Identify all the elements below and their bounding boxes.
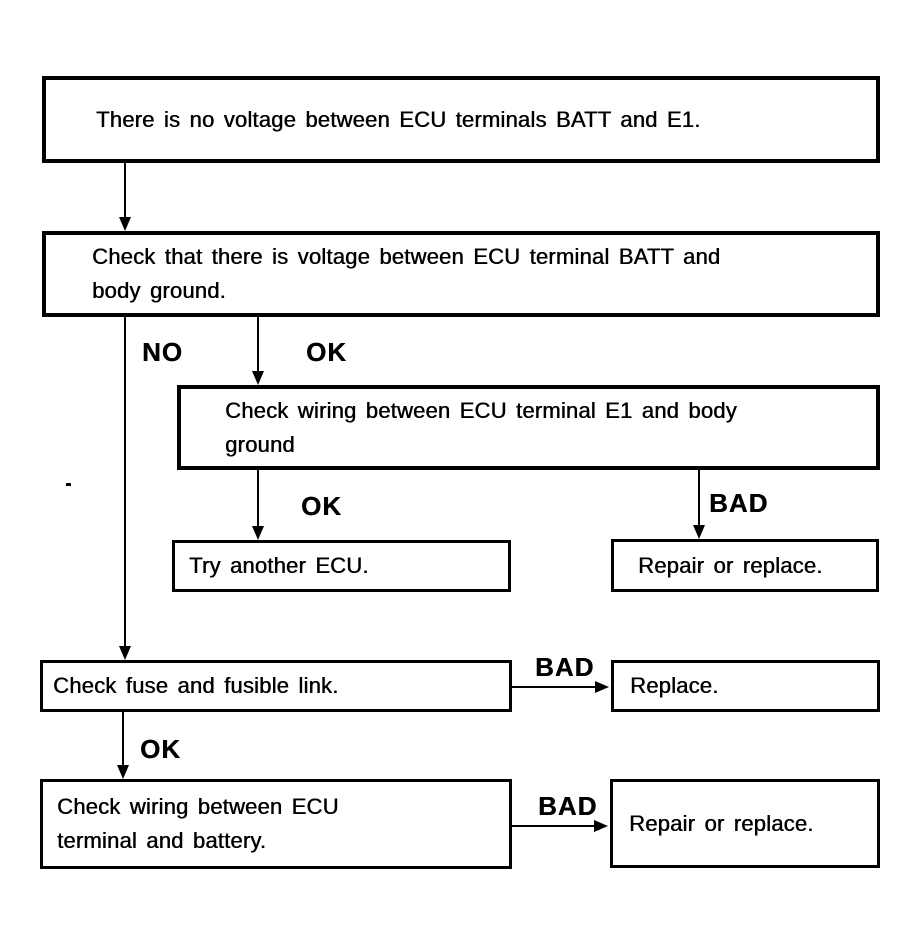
connector-ok-to-check-wiring-e1 [257,317,259,371]
connector-bad-to-repair-bottom [512,825,595,827]
arrow-right-icon [595,681,609,693]
connector-no-to-check-fuse [124,317,126,646]
edge-label-bad-1: BAD [709,488,769,518]
connector-bad-to-repair-top [698,470,700,525]
node-try-another-ecu: Try another ECU. [172,540,511,592]
node-check-voltage-batt-ground: Check that there is voltage between ECU … [42,231,880,317]
edge-label-ok-3: OK [140,734,181,764]
connector-problem-to-check-voltage [124,163,126,218]
arrow-down-icon [252,526,264,540]
arrow-down-icon [252,371,264,385]
edge-label-bad-2: BAD [535,652,595,682]
edge-label-no: NO [142,337,183,367]
edge-label-ok-1: OK [306,337,347,367]
arrow-right-icon [594,820,608,832]
node-check-wiring-e1: Check wiring between ECU terminal E1 and… [177,385,880,470]
scan-artifact-dot [66,483,71,486]
connector-bad-to-replace [512,686,596,688]
node-repair-or-replace-bottom: Repair or replace. [610,779,880,868]
edge-label-ok-2: OK [301,491,342,521]
connector-ok-to-try-another-ecu [257,470,259,526]
node-repair-or-replace-top: Repair or replace. [611,539,879,592]
connector-ok-to-check-wiring-battery [122,712,124,766]
node-problem: There is no voltage between ECU terminal… [42,76,880,163]
arrow-down-icon [693,525,705,539]
arrow-down-icon [119,217,131,231]
edge-label-bad-3: BAD [538,791,598,821]
node-check-fuse: Check fuse and fusible link. [40,660,512,712]
node-replace: Replace. [611,660,880,712]
arrow-down-icon [117,765,129,779]
node-check-wiring-battery: Check wiring between ECU terminal and ba… [40,779,512,869]
arrow-down-icon [119,646,131,660]
